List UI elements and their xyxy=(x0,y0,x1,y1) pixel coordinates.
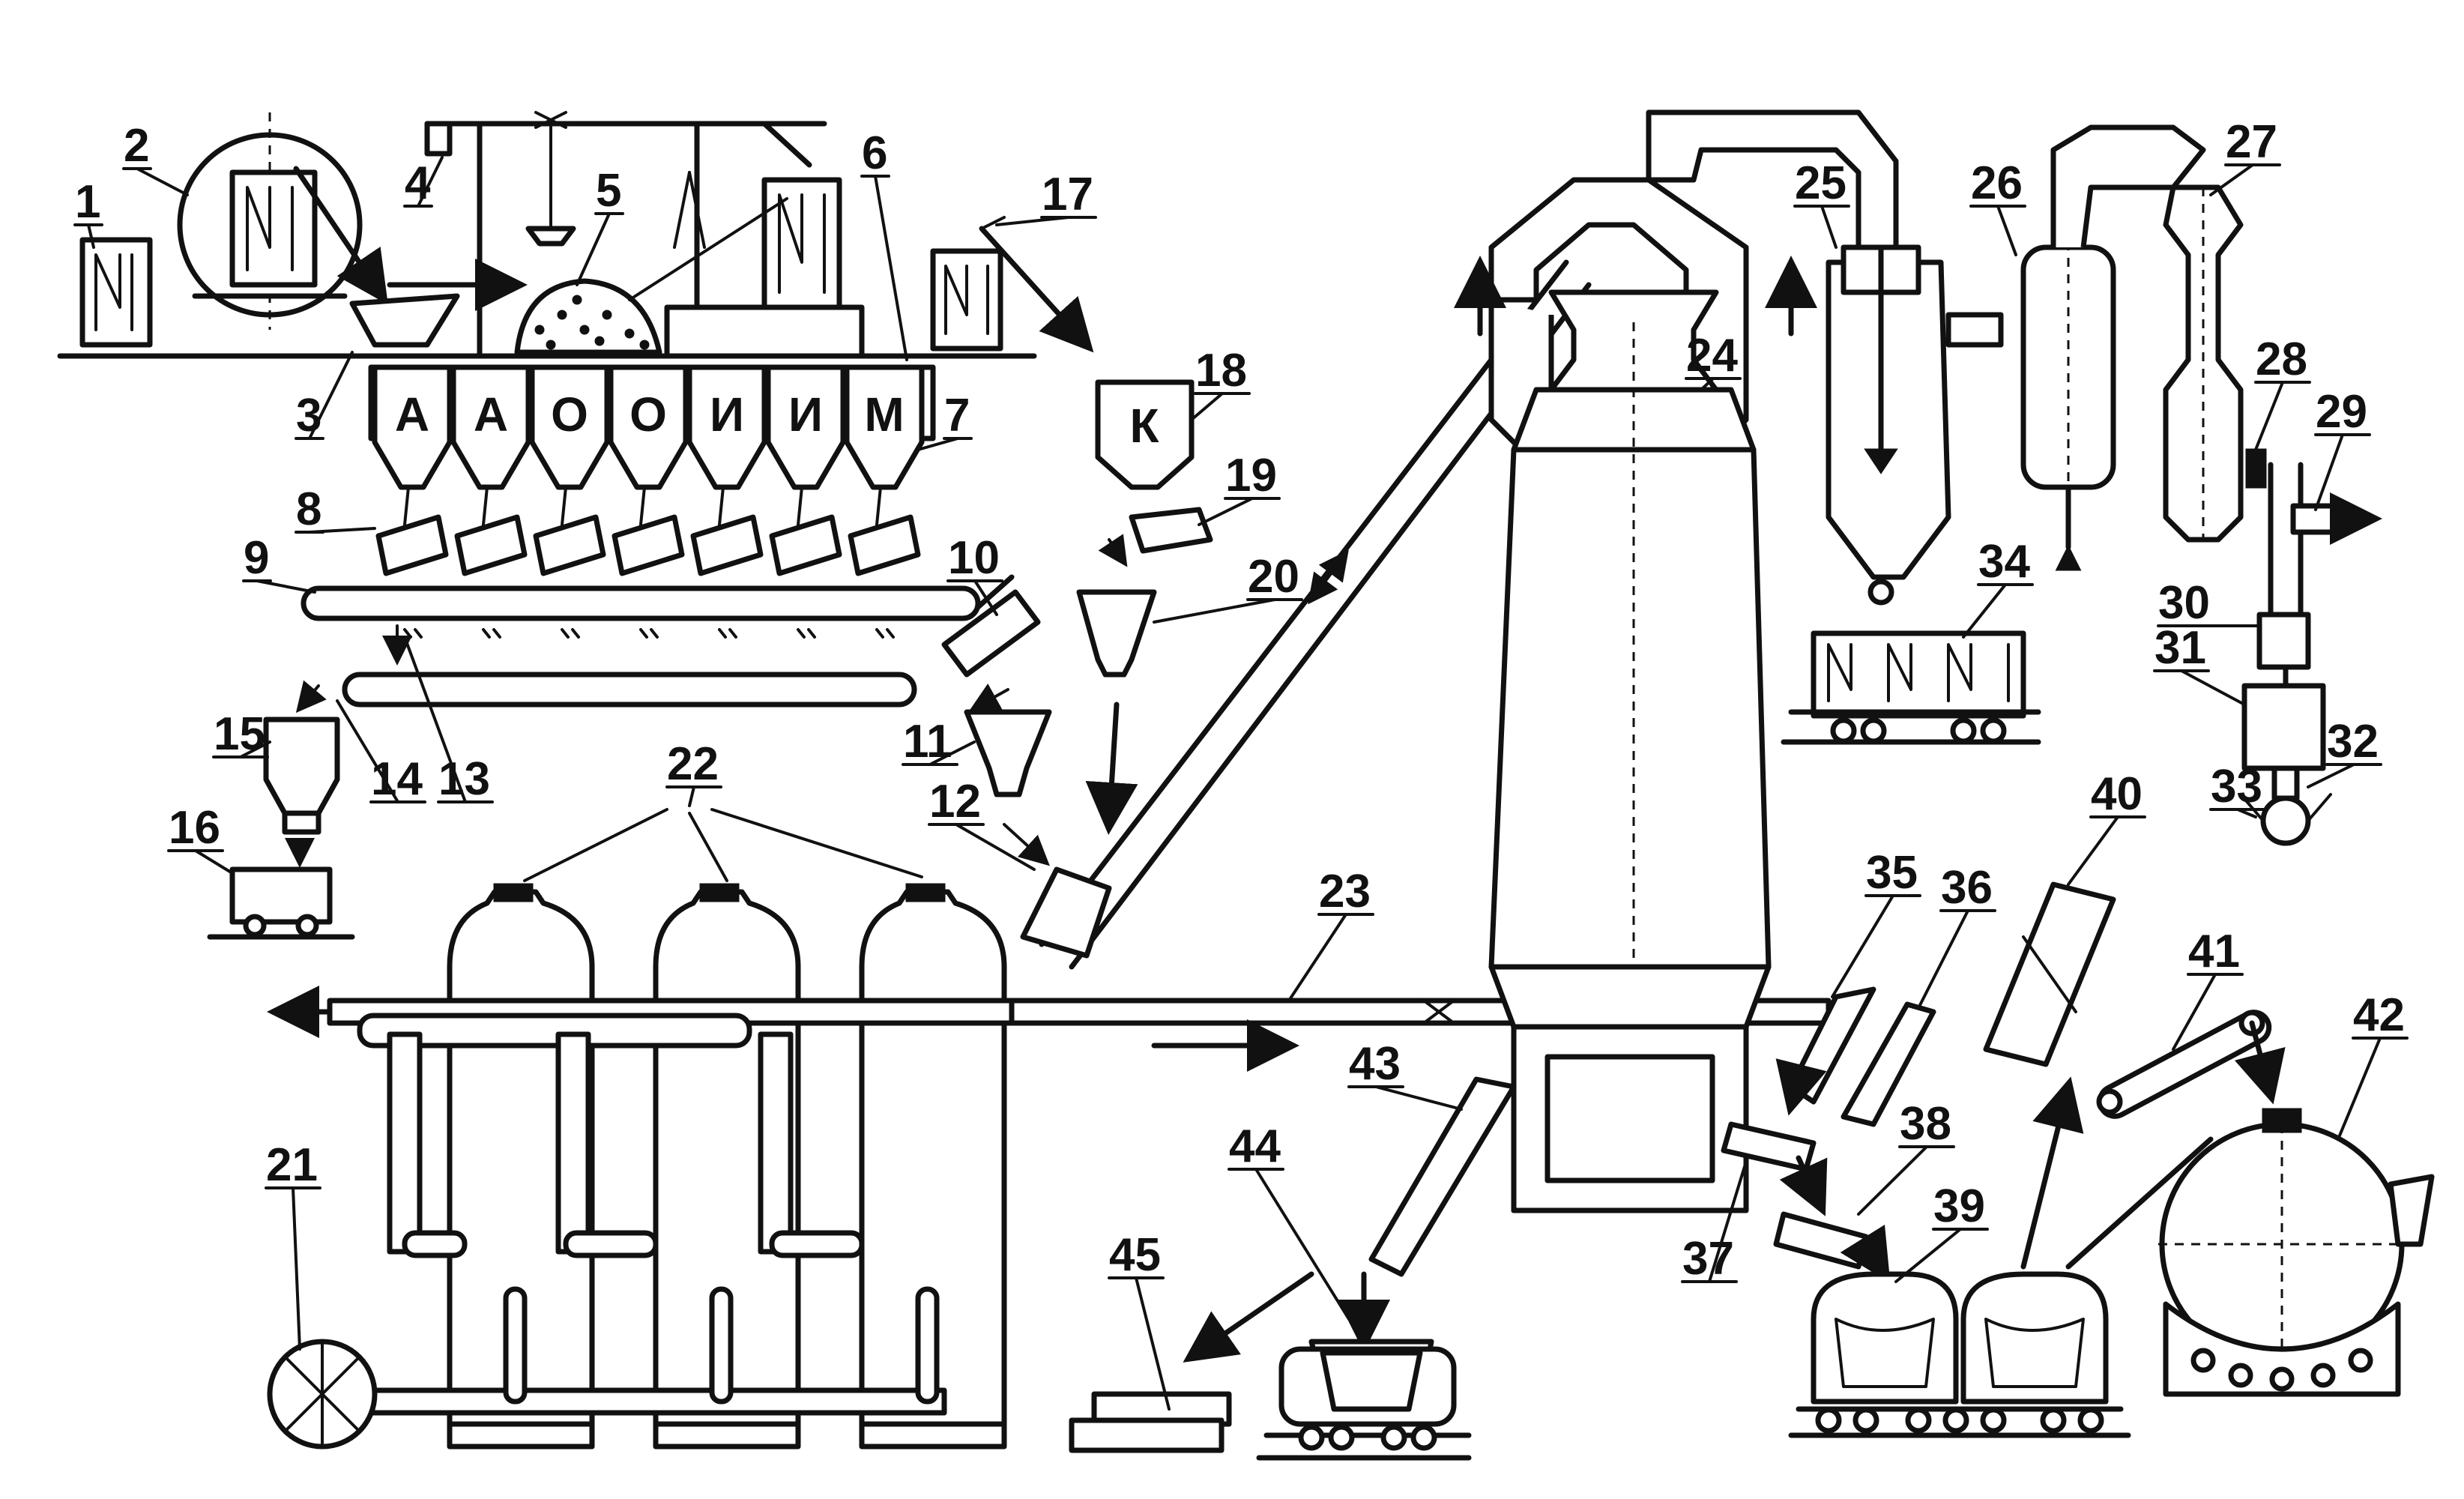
reference-number: 16 xyxy=(169,802,220,854)
reference-number: 29 xyxy=(2316,386,2367,438)
storage-bin-label: М xyxy=(864,387,904,441)
reference-number: 9 xyxy=(244,532,269,584)
reference-number: 3 xyxy=(296,390,321,441)
reference-number: 19 xyxy=(1225,450,1277,501)
reference-number: 36 xyxy=(1941,862,1993,914)
raw-material-yard xyxy=(57,111,1037,359)
storage-bin-label: И xyxy=(710,387,744,441)
reference-number: 20 xyxy=(1248,551,1299,603)
storage-bin-label: О xyxy=(551,387,588,441)
storage-bin xyxy=(608,364,689,490)
coke-supply: К xyxy=(979,216,1213,835)
reference-number: 32 xyxy=(2327,716,2379,767)
storage-bin-label: О xyxy=(629,387,667,441)
blast-furnace xyxy=(1454,177,1817,1213)
reference-number: 45 xyxy=(1109,1229,1161,1281)
reference-number: 1 xyxy=(75,176,100,228)
reference-number: 6 xyxy=(862,127,887,179)
reference-number: 10 xyxy=(948,532,1000,584)
reference-number: 17 xyxy=(1042,169,1093,220)
feeder xyxy=(533,514,606,576)
storage-bin xyxy=(529,364,610,490)
reference-number: 34 xyxy=(1978,536,2030,588)
storage-bin-label: А xyxy=(474,387,508,441)
gas-cleaning xyxy=(1646,109,2382,846)
feeder xyxy=(612,514,685,576)
reference-number: 38 xyxy=(1900,1098,1951,1150)
reference-number: 24 xyxy=(1686,330,1738,381)
hot-stoves xyxy=(267,808,1112,1450)
reference-number: 25 xyxy=(1795,157,1847,209)
reference-number: 14 xyxy=(371,753,423,805)
reference-number: 23 xyxy=(1319,866,1371,917)
reference-number: 39 xyxy=(1933,1180,1985,1232)
storage-bin xyxy=(372,364,453,490)
reference-number: 2 xyxy=(124,120,149,172)
reference-number: 8 xyxy=(296,483,321,535)
tapping-and-casting xyxy=(1069,881,2435,1461)
storage-bin xyxy=(844,364,925,490)
feeder xyxy=(848,514,921,576)
feeder xyxy=(769,514,842,576)
feeders-and-conveyors xyxy=(207,486,1052,940)
feeder xyxy=(454,514,528,576)
reference-number: 30 xyxy=(2158,577,2210,629)
reference-number: 15 xyxy=(214,708,265,760)
storage-bin xyxy=(450,364,531,490)
reference-number: 42 xyxy=(2353,989,2405,1041)
feeder xyxy=(690,514,764,576)
reference-number: 26 xyxy=(1971,157,2023,209)
reference-number: 22 xyxy=(667,738,719,790)
coke-bin-label: К xyxy=(1129,399,1159,453)
reference-number: 5 xyxy=(596,165,621,217)
reference-number: 43 xyxy=(1349,1038,1401,1090)
reference-number: 11 xyxy=(903,716,952,767)
reference-number: 7 xyxy=(944,390,970,441)
feeder xyxy=(375,514,449,576)
reference-number: 40 xyxy=(2091,768,2143,820)
reference-number: 12 xyxy=(929,776,981,827)
reference-number: 18 xyxy=(1195,345,1247,396)
reference-number: 27 xyxy=(2226,116,2277,168)
reference-number: 41 xyxy=(2188,926,2240,977)
storage-bin-label: И xyxy=(788,387,823,441)
reference-number: 28 xyxy=(2256,334,2307,385)
reference-number: 21 xyxy=(266,1139,318,1191)
reference-number: 37 xyxy=(1682,1233,1734,1285)
reference-number: 4 xyxy=(405,157,431,209)
storage-bin xyxy=(686,364,767,490)
reference-number: 31 xyxy=(2155,622,2206,674)
storage-bin-label: А xyxy=(395,387,429,441)
reference-number: 44 xyxy=(1229,1121,1281,1172)
reference-number: 35 xyxy=(1866,847,1918,899)
storage-bin xyxy=(765,364,846,490)
reference-number: 33 xyxy=(2211,761,2262,812)
